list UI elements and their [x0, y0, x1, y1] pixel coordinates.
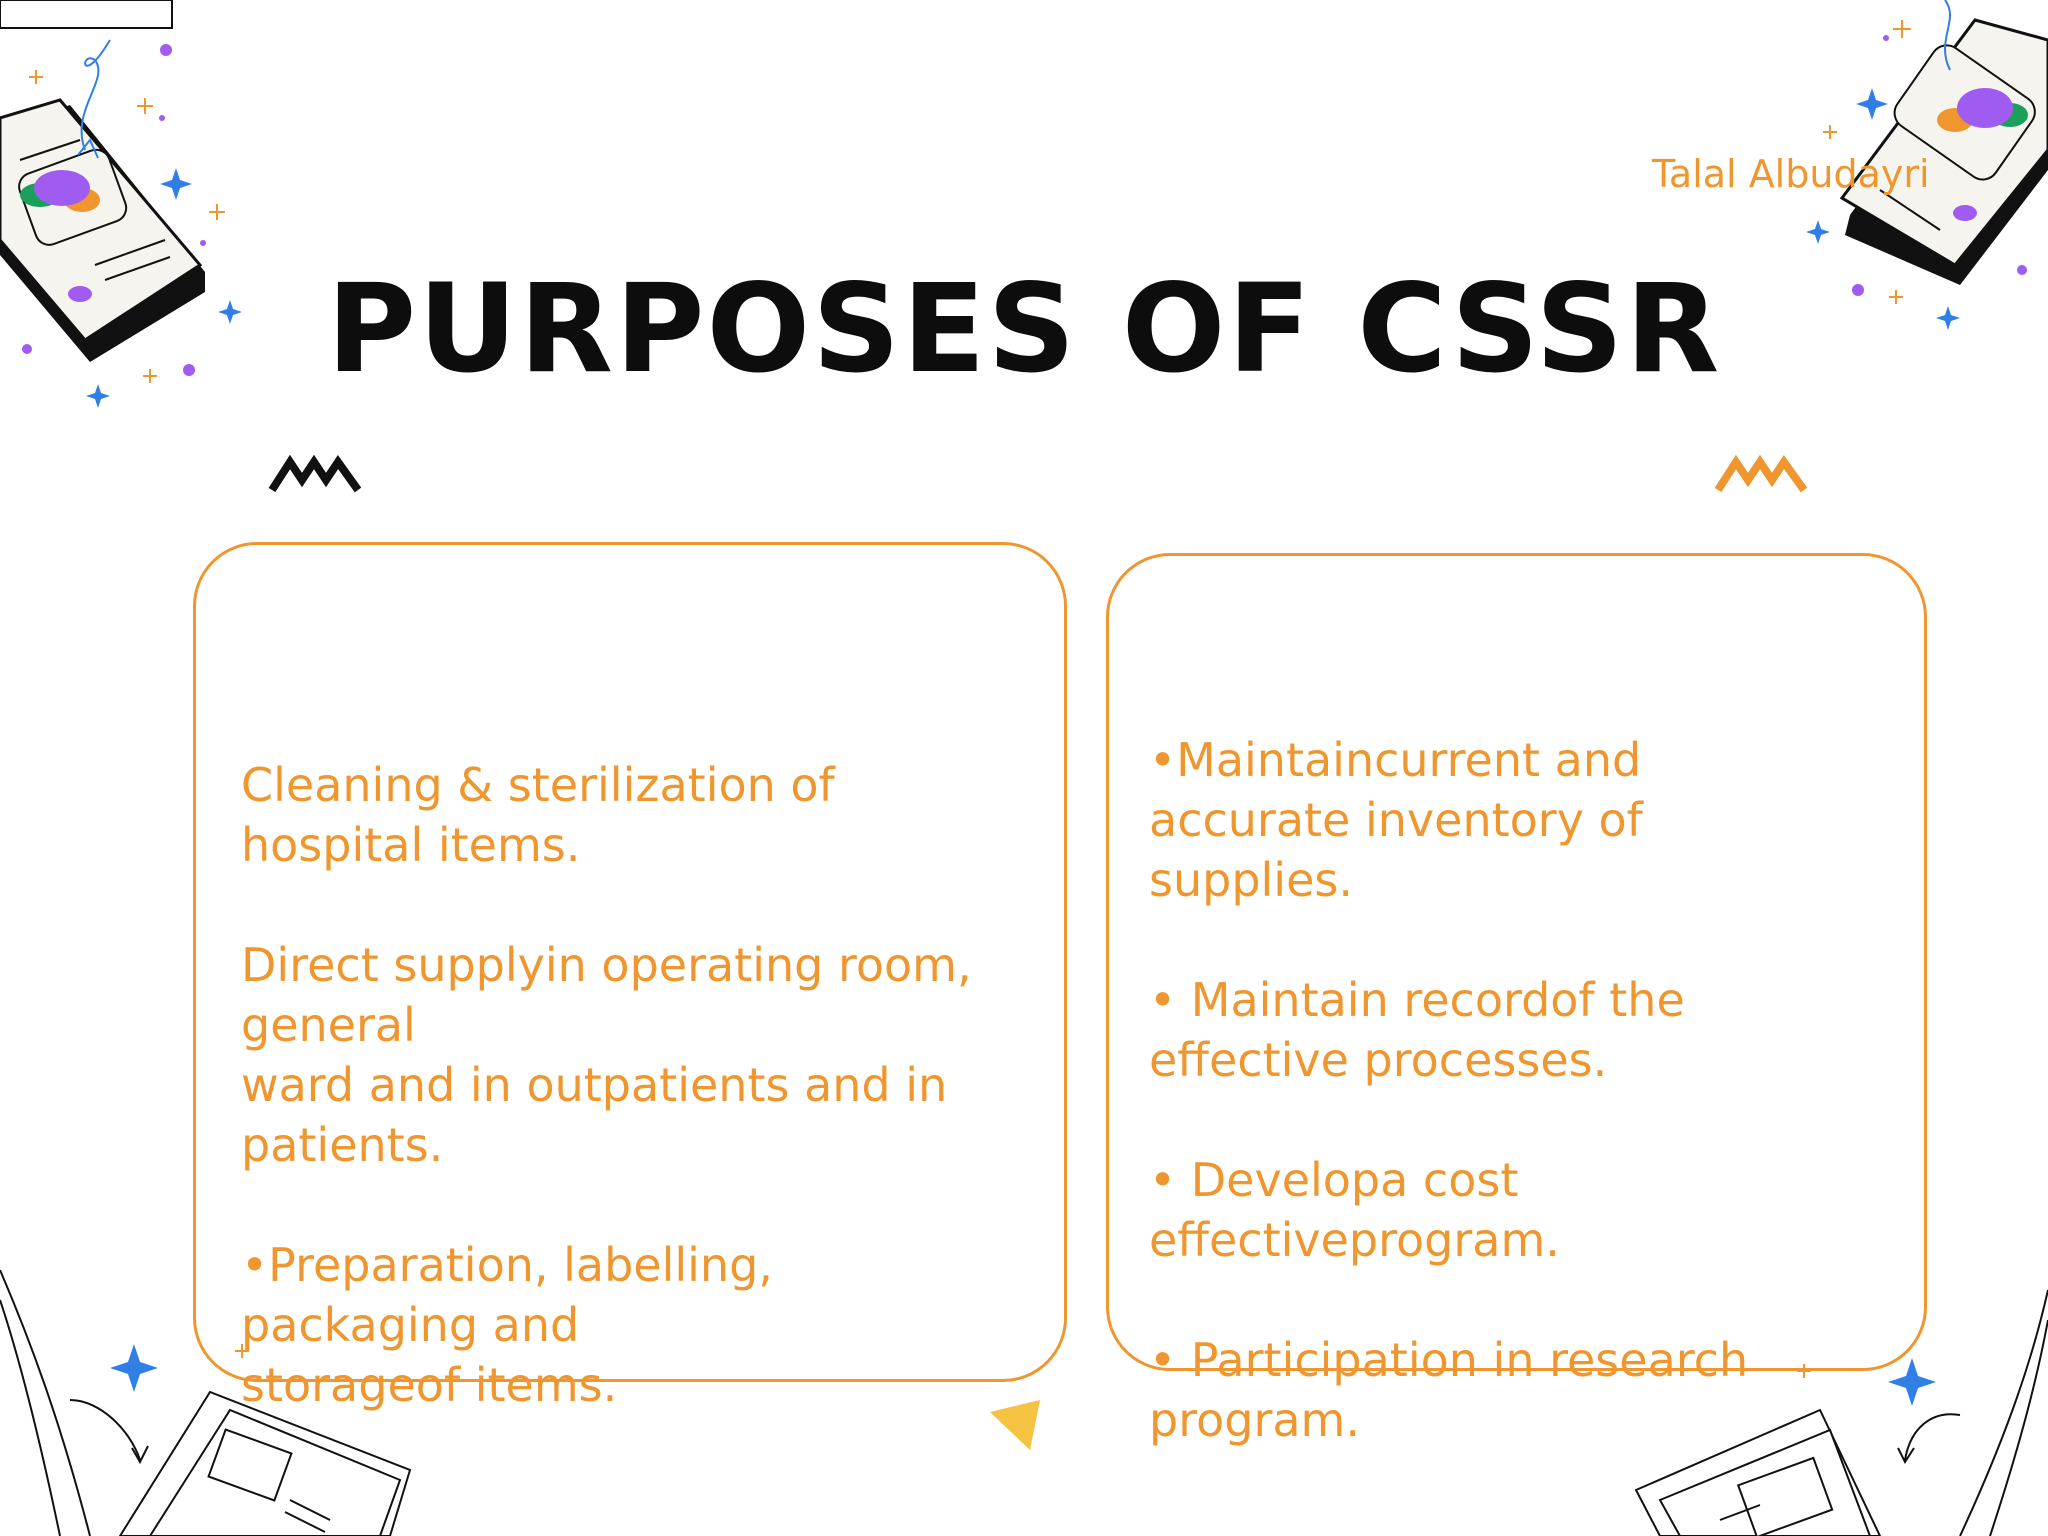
plus-decorations — [29, 20, 1911, 1378]
paper-stack-illustration-right — [1634, 1289, 2048, 1536]
phone-illustration-top-right — [1839, 0, 2048, 285]
left-card-line: Cleaning & sterilization of hospital ite… — [241, 758, 835, 872]
zigzag-icon-right — [1714, 454, 1808, 493]
right-card-line: •Maintaincurrent and accurate inventory … — [1149, 733, 1643, 907]
paper-stack-illustration-left — [0, 1269, 412, 1536]
left-card-text: Cleaning & sterilization of hospital ite… — [241, 695, 1061, 1475]
sparkle-icon — [86, 88, 1960, 1406]
left-card-line: Direct supplyin operating room, general … — [241, 938, 972, 1172]
left-card-line: •Preparation, labelling, packaging and s… — [241, 1238, 773, 1412]
slide-title: PURPOSES OF CSSR — [326, 257, 1722, 400]
right-card-line: • Developa cost effectiveprogram. — [1149, 1153, 1560, 1267]
dot-decorations — [22, 35, 2027, 376]
right-card: •Maintaincurrent and accurate inventory … — [1106, 553, 1927, 1447]
right-card-line: • Participation in research program. — [1149, 1333, 1749, 1447]
zigzag-icon-left — [268, 454, 362, 493]
right-card-text: •Maintaincurrent and accurate inventory … — [1149, 670, 1919, 1510]
triangle-shape — [990, 1400, 1040, 1450]
phone-illustration-top-left — [0, 39, 205, 362]
right-card-line: • Maintain recordof the effective proces… — [1149, 973, 1685, 1087]
author-name: Talal Albudayri — [1652, 152, 1930, 196]
left-card: Cleaning & sterilization of hospital ite… — [193, 542, 1067, 1412]
